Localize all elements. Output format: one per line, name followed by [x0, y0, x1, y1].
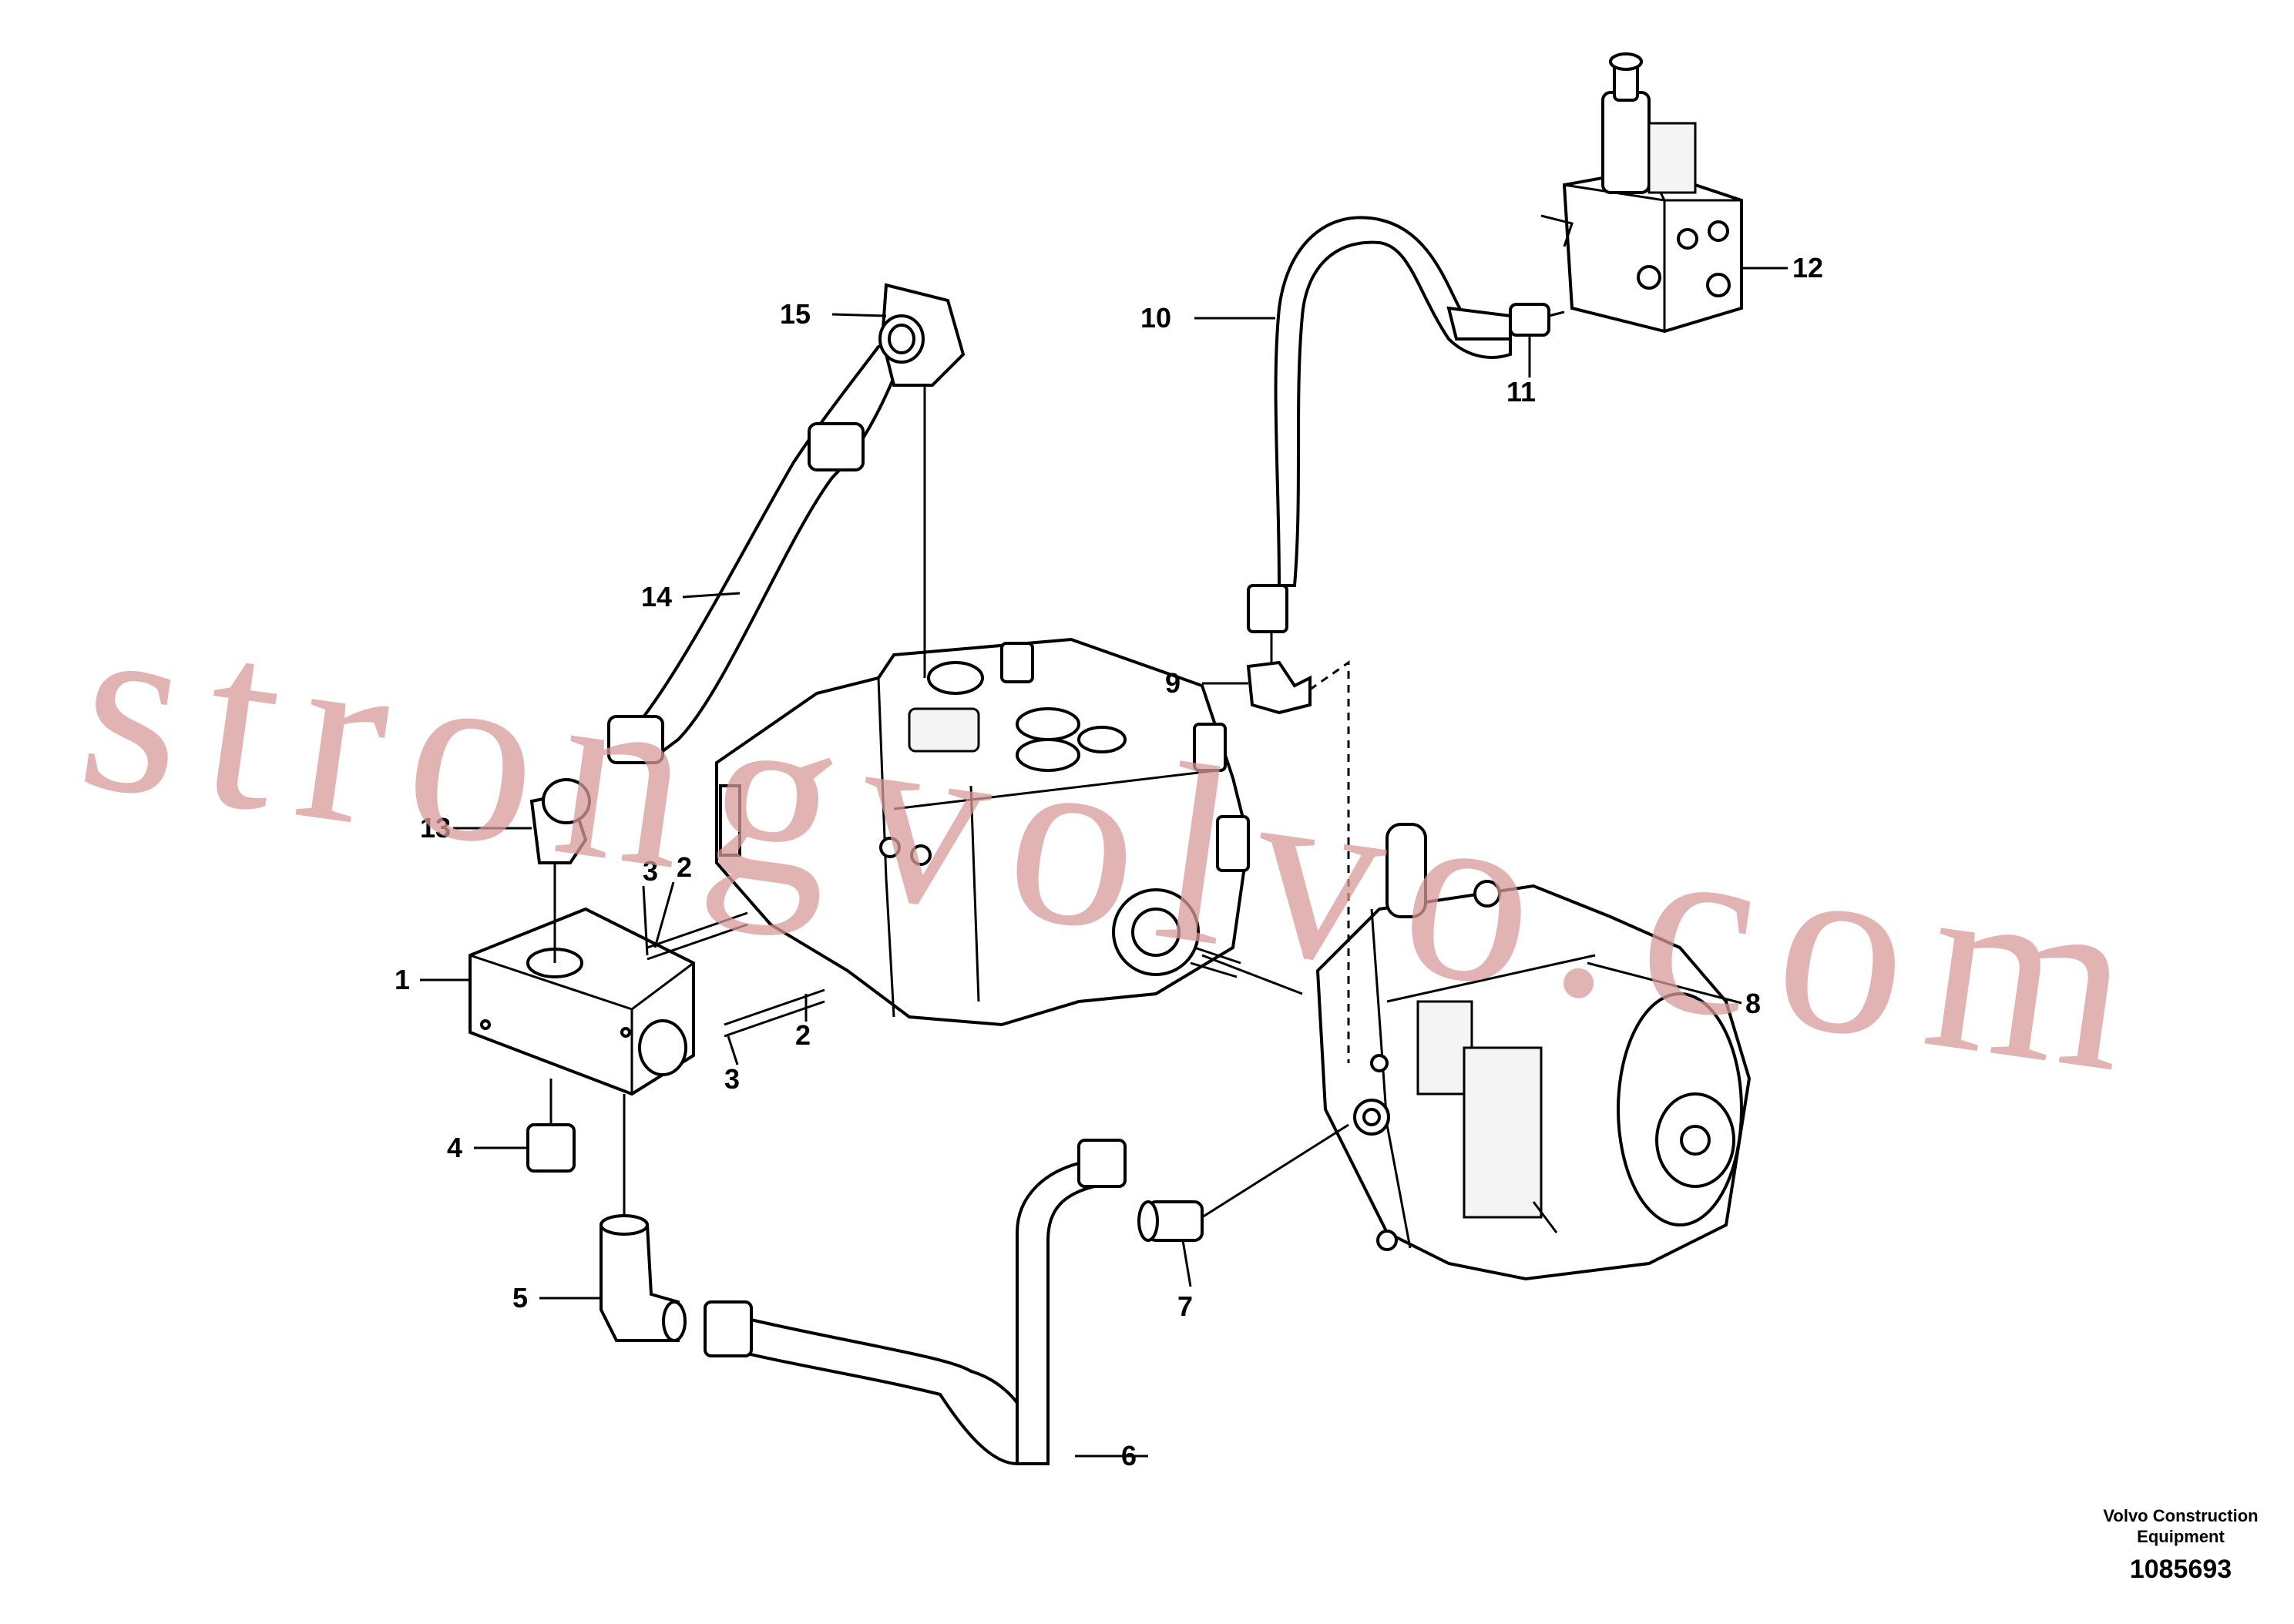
plug	[526, 1123, 576, 1173]
pilot-valve-block	[1540, 52, 1743, 334]
adapter-7	[1137, 1123, 1349, 1242]
manifold-block	[469, 907, 825, 1096]
elbow-fitting-5	[600, 1094, 687, 1342]
hose-10	[1247, 216, 1512, 633]
hydraulic-pump	[1315, 823, 1752, 1281]
callout-5: 5	[512, 1282, 528, 1314]
drawing-number: 1085693	[2130, 1555, 2232, 1584]
watermark: strongvolvo.com	[66, 560, 2171, 1129]
hose-14	[607, 337, 912, 765]
callout-1: 1	[395, 964, 410, 995]
callout-7: 7	[1177, 1290, 1193, 1322]
elbow-fitting-13	[529, 778, 591, 963]
callout-13: 13	[420, 812, 451, 844]
callout-15: 15	[780, 298, 811, 330]
elbow-fitting-9	[1246, 632, 1350, 1063]
main-valve-assembly	[715, 637, 1251, 1027]
callout-10: 10	[1140, 302, 1171, 334]
callout-14: 14	[641, 581, 672, 612]
callout-2-bottom: 2	[795, 1019, 811, 1051]
callout-9: 9	[1165, 667, 1181, 699]
callout-12: 12	[1792, 252, 1823, 284]
leader-lines	[420, 267, 1788, 1458]
callout-11: 11	[1506, 376, 1536, 408]
hose-6	[704, 1139, 1127, 1466]
brand-line-2: Equipment	[2137, 1527, 2225, 1546]
fitting-11	[1509, 303, 1565, 377]
brand-line-1: Volvo Construction	[2103, 1506, 2258, 1525]
callout-3-top: 3	[643, 855, 658, 887]
shaft-spline	[1190, 946, 1241, 978]
shaft-link	[1201, 954, 1303, 995]
callout-4: 4	[447, 1132, 462, 1163]
callout-2-top: 2	[677, 851, 692, 883]
callout-6: 6	[1121, 1440, 1137, 1471]
callout-8: 8	[1745, 988, 1761, 1019]
callout-3-bottom: 3	[724, 1063, 740, 1095]
elbow-fitting-15	[878, 283, 966, 678]
